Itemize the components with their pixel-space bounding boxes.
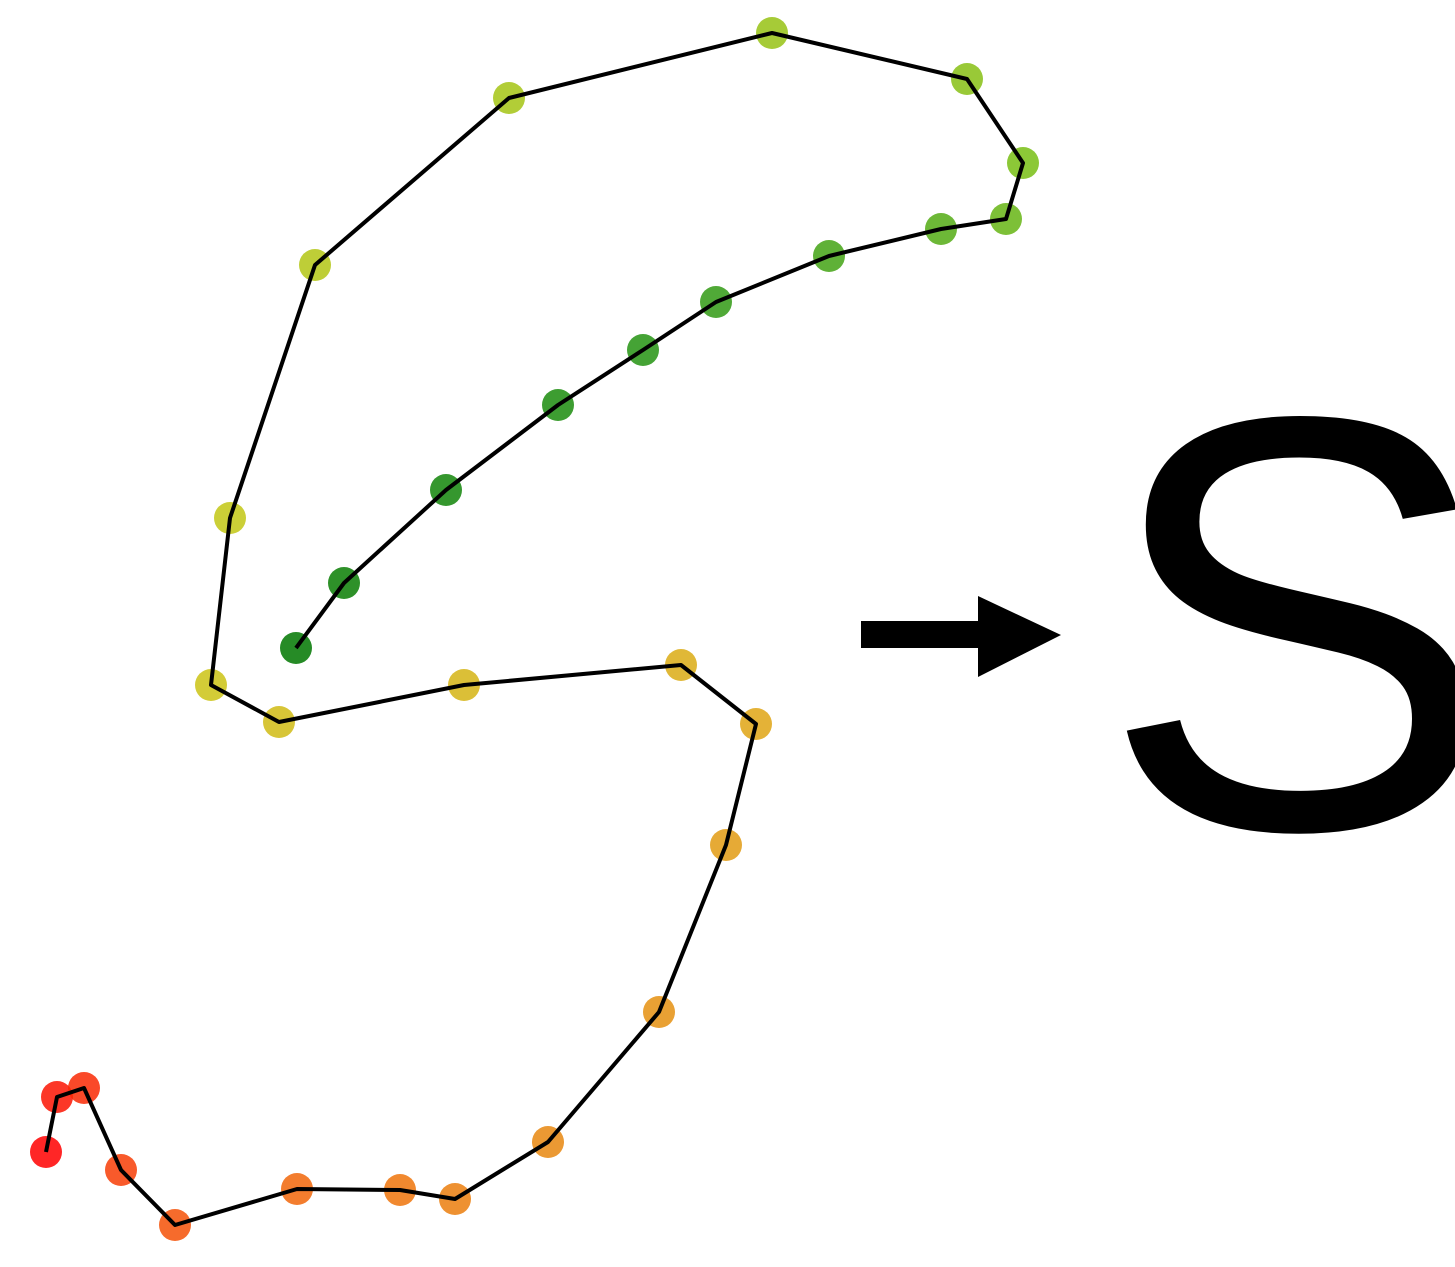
right-arrow-icon xyxy=(861,596,1061,677)
stroke-path xyxy=(44,31,1025,1227)
arrowhead xyxy=(978,596,1061,677)
arrow-shaft xyxy=(861,621,981,648)
result-letter: S xyxy=(1100,295,1455,954)
